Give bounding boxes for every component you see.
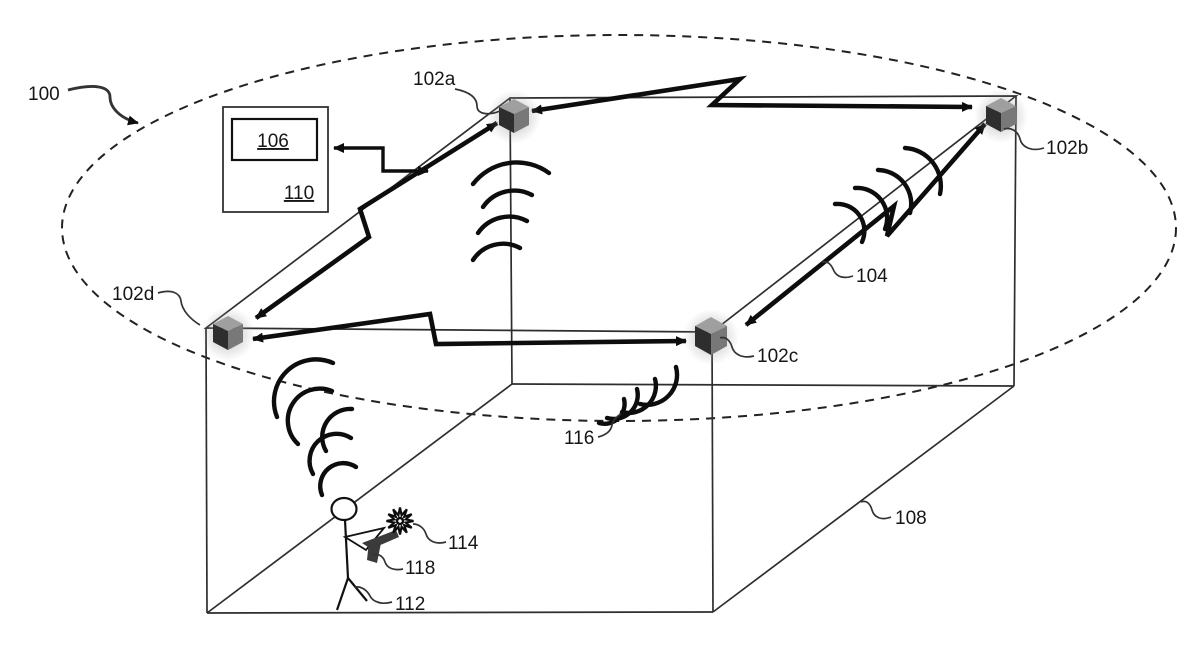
wave-arc [604,386,640,422]
comm-bolt-102c-102b [744,122,987,327]
muzzle-flash-star [386,507,414,535]
wave-arc [596,396,627,426]
wave-arc [470,241,523,263]
room-back-bottom-edge [511,383,1015,387]
comm-link-computer [333,143,429,176]
comm-bolt-102a-102b [531,75,973,115]
sensor-cube-102b [974,89,1028,143]
wave-arc [307,431,354,477]
cube-right-face [514,107,529,133]
leader-100 [67,85,139,126]
sensors [201,89,1028,365]
label-102a: 102a [413,69,456,90]
wave-arc [318,460,359,498]
leader-102a [454,88,501,115]
sensor-cube-102a [487,90,541,144]
leader-102d [157,290,201,326]
cube-right-face [711,326,727,355]
room-bottom-right-edge [712,385,1015,613]
cube-top-face [213,316,243,331]
cube-right-face [1001,106,1016,132]
label-108: 108 [895,508,927,529]
shooter-head [330,496,358,522]
wave-arc [271,357,336,420]
label-102d: 102d [112,284,154,305]
wave-arc [285,386,335,447]
comm-links [252,75,987,347]
system-boundary-ellipse [61,34,1177,422]
cube-top-face [986,98,1016,113]
leader-108 [860,500,892,520]
leader-102b [1003,127,1045,151]
leader-114 [412,523,447,544]
sensor-cube-102d [201,307,255,361]
label-106: 106 [257,131,289,152]
cube-left-face [986,106,1001,132]
leader-104 [821,260,854,279]
label-102b: 102b [1046,138,1088,159]
room-front-left-edge [205,327,208,614]
cube-top-face [695,317,727,334]
computer-unit-110: 106 110 [222,106,329,213]
cube-right-face [228,324,243,350]
cube-left-face [499,107,514,133]
room-front-bottom-edge [206,611,714,614]
muzzle-flash-icon [386,507,414,535]
shooter-leg-left [335,577,350,611]
label-112: 112 [395,594,425,615]
gun-icon [362,530,399,563]
leader-116 [597,413,622,438]
shooter-leg-right [347,577,368,602]
wave-arc [480,188,535,210]
shooter-figure-112 [330,496,387,611]
room-back-right-edge [1013,95,1017,387]
room-bottom-left-edge [206,383,513,614]
label-116: 116 [564,428,594,449]
leader-lines [67,85,1045,605]
display-rect-106 [230,117,319,162]
muzzle-flash-core [395,516,405,526]
sound-waves-116 [596,364,680,426]
leader-102c [719,336,755,358]
wave-arc [475,214,530,236]
cube-left-face [695,326,711,355]
cube-top-face [499,99,529,114]
wave-arc [320,406,355,454]
cube-left-face [213,324,228,350]
label-118: 118 [405,558,435,579]
sound-waves-toward-102d [271,357,359,498]
label-110: 110 [284,183,314,204]
sensor-cube-102c [683,309,739,365]
shooter-body [343,519,350,579]
label-102c: 102c [757,346,798,367]
label-104: 104 [856,266,888,287]
comm-bolt-102d-102c [252,311,687,347]
label-114: 114 [448,533,479,554]
leader-118 [372,553,404,571]
label-100: 100 [28,84,60,105]
leader-112 [354,586,393,605]
wave-arc [902,145,944,197]
wave-arc [637,364,680,407]
room-front-right-edge [711,331,714,613]
reference-labels: 100 102a 102b 102c 102d 104 108 112 114 … [28,69,1088,615]
